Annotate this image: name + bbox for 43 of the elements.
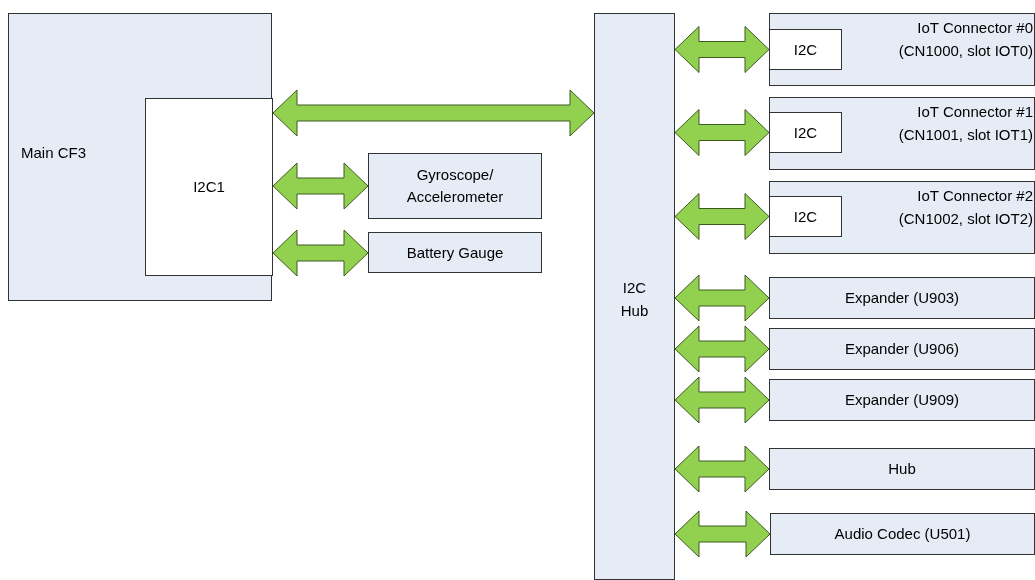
node-label: Expander (U906) [843, 339, 961, 359]
interface-box [145, 98, 273, 276]
interface-box [769, 112, 842, 153]
node-label: I2C [792, 206, 819, 227]
double-arrow [674, 376, 770, 424]
device-box [770, 513, 1035, 555]
double-arrow [674, 26, 770, 73]
node-label: I2C1 [192, 177, 226, 197]
device-box [769, 181, 1035, 254]
device-box [769, 13, 1035, 86]
double-arrow [272, 162, 369, 210]
node-label: IoT Connector #0 (CN1000, slot IOT0) [897, 18, 1033, 61]
interface-box [769, 196, 842, 237]
double-arrow [674, 109, 770, 156]
node-label: Main CF3 [21, 144, 87, 161]
hub-box [594, 13, 675, 580]
node-label: Expander (U909) [843, 390, 961, 410]
device-box [769, 277, 1035, 319]
node-label: IoT Connector #2 (CN1002, slot IOT2) [897, 186, 1033, 229]
node-label: IoT Connector #1 (CN1001, slot IOT1) [897, 102, 1033, 145]
node-label: Expander (U903) [843, 288, 961, 308]
device-box [769, 448, 1035, 490]
device-box [769, 379, 1035, 421]
device-box [368, 232, 542, 273]
double-arrow [272, 89, 595, 137]
device-box [368, 153, 542, 219]
device-box [769, 328, 1035, 370]
double-arrow [674, 510, 771, 558]
node-label: Hub [887, 459, 917, 479]
node-label: I2C [792, 122, 819, 143]
double-arrow [272, 229, 369, 277]
double-arrow [674, 193, 770, 240]
double-arrow [674, 445, 770, 493]
device-box [769, 97, 1035, 170]
node-label: Gyroscope/ Accelerometer [405, 165, 505, 207]
node-label: I2C Hub [619, 278, 650, 321]
interface-box [769, 29, 842, 70]
double-arrow [674, 325, 770, 373]
node-label: Audio Codec (U501) [833, 524, 972, 544]
node-label: I2C [792, 39, 819, 60]
module-box [8, 13, 272, 301]
double-arrow [674, 274, 770, 322]
node-label: Battery Gauge [405, 242, 505, 263]
